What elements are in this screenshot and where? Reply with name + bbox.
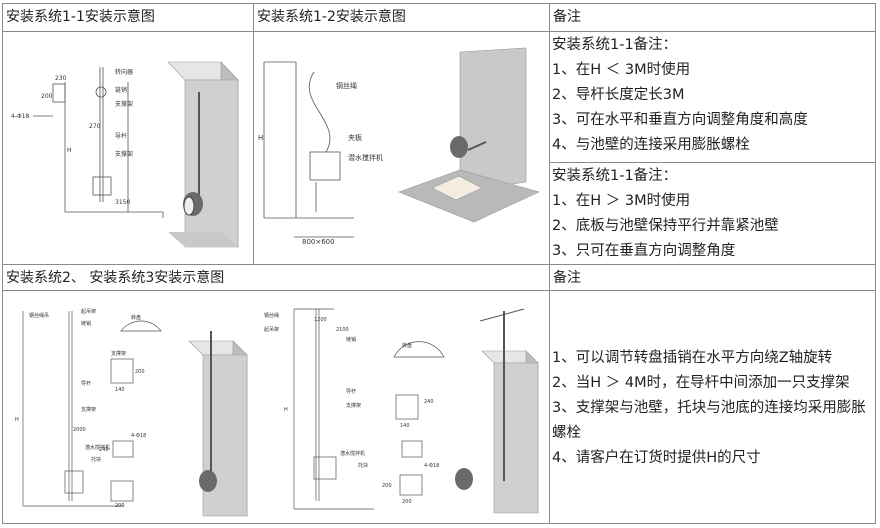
label: 链销 — [81, 320, 91, 327]
wall-3d — [188, 331, 248, 517]
note-item: 2、底板与池壁保持平行并靠紧池壁 — [552, 218, 779, 234]
label: 潜水搅拌机 — [348, 153, 383, 162]
col-divider — [549, 4, 550, 523]
label: 起吊架 — [264, 327, 279, 333]
label: 托块 — [91, 456, 101, 463]
row-divider — [3, 31, 875, 32]
note-item: 1、可以调节转盘插销在水平方向绕Z轴旋转 — [552, 350, 833, 366]
row-divider — [3, 264, 875, 265]
label: 托块 — [358, 462, 368, 469]
label: 200 — [135, 369, 145, 375]
label: 夹板 — [348, 133, 362, 142]
note-item: 4、与池壁的连接采用膨胀螺栓 — [552, 137, 750, 153]
note-item: 2、导杆长度定长3M — [552, 87, 685, 103]
label: H — [67, 147, 72, 154]
wall-3d-floor — [398, 47, 540, 223]
label: 140 — [400, 423, 410, 429]
label: 1200 — [314, 317, 327, 323]
label: 支撑架 — [81, 406, 96, 413]
installation-table: 安装系统1-1安装示意图 安装系统1-2安装示意图 备注 转向器 链销 支撑架 … — [2, 3, 876, 524]
label: 270 — [89, 123, 101, 130]
header-system-1-1: 安装系统1-1安装示意图 — [6, 9, 155, 25]
label: 支撑架 — [111, 350, 126, 357]
label: 钢丝绳 — [336, 81, 357, 90]
label: 支撑架 — [115, 150, 133, 158]
label: 导杆 — [346, 388, 356, 395]
notes-title: 安装系统1-1备注： — [552, 168, 678, 184]
label: 导杆 — [115, 132, 127, 140]
wall-3d — [455, 308, 539, 514]
label: 钢丝绳吊 — [29, 312, 49, 319]
label: 链销 — [346, 336, 356, 343]
label: 钢丝绳 — [264, 312, 279, 319]
label: 4-Φ18 — [131, 433, 146, 439]
note-item: 3、只可在垂直方向调整角度 — [552, 243, 736, 259]
label: 支撑架 — [346, 402, 361, 409]
row-divider — [3, 290, 875, 291]
diagram-system-2: 钢丝绳吊 起吊架 转盘 链销 导杆 支撑架 托块 潜水搅拌机 支撑架 4-Φ18… — [3, 291, 253, 523]
note-item: 1、在H ＞ 3M时使用 — [552, 193, 691, 209]
label: 3150 — [115, 199, 130, 206]
label: 4-Φ18 — [424, 463, 439, 469]
diagram-system-3: 钢丝绳 起吊架 转盘 链销 导杆 支撑架 托块 潜水搅拌机 1200 2100 … — [254, 291, 549, 523]
notes-title: 安装系统1-1备注： — [552, 37, 678, 53]
notes-system-1-1: 安装系统1-1备注： 1、在H ＜ 3M时使用 2、导杆长度定长3M 3、可在水… — [550, 33, 875, 163]
label: 链销 — [115, 86, 127, 94]
label: 转盘 — [402, 342, 412, 349]
diagram-system-1-2: 钢丝绳 夹板 潜水搅拌机 800×600 H — [254, 32, 549, 264]
label: 潜水搅拌机 — [85, 444, 110, 451]
label: H — [258, 134, 263, 142]
label: 导杆 — [81, 380, 91, 387]
note-item: 2、当H ＞ 4M时，在导杆中间添加一只支撑架 — [552, 375, 850, 391]
header-remarks: 备注 — [553, 9, 581, 25]
row-divider — [549, 162, 875, 163]
label: H — [15, 417, 19, 423]
label: 140 — [115, 387, 125, 393]
wall-3d — [167, 61, 239, 248]
note-item: 4、请客户在订货时提供H的尺寸 — [552, 450, 761, 466]
label: 潜水搅拌机 — [340, 450, 365, 457]
note-item: 1、在H ＜ 3M时使用 — [552, 62, 691, 78]
notes-system-2-3: 1、可以调节转盘插销在水平方向绕Z轴旋转 2、当H ＞ 4M时，在导杆中间添加一… — [550, 291, 875, 523]
label: 200 — [115, 503, 125, 509]
col-divider — [253, 4, 254, 264]
label: 240 — [99, 447, 109, 453]
label: 转向器 — [115, 68, 133, 76]
header-system-2-3: 安装系统2、 安装系统3安装示意图 — [6, 270, 225, 286]
label: 2000 — [73, 427, 86, 433]
label: 200 — [402, 499, 412, 505]
label: 230 — [55, 75, 67, 82]
label: 转盘 — [131, 314, 141, 321]
label: 240 — [424, 399, 434, 405]
header-remarks-2: 备注 — [553, 270, 581, 286]
diagram-system-1-1: 转向器 链销 支撑架 导杆 支撑架 230 200 270 3150 4-Φ18… — [3, 32, 253, 264]
label: H — [284, 407, 288, 413]
header-system-1-2: 安装系统1-2安装示意图 — [257, 9, 406, 25]
note-item: 3、支撑架与池壁，托块与池底的连接均采用膨胀螺栓 — [552, 400, 866, 441]
label: 800×600 — [302, 238, 335, 246]
notes-system-1-2: 安装系统1-1备注： 1、在H ＞ 3M时使用 2、底板与池壁保持平行并靠紧池壁… — [550, 164, 875, 264]
label: 2100 — [336, 327, 349, 333]
label: 200 — [382, 483, 392, 489]
label: 支撑架 — [115, 100, 133, 108]
label: 起吊架 — [81, 309, 96, 315]
label: 200 — [41, 93, 53, 100]
label: 4-Φ18 — [11, 113, 30, 120]
note-item: 3、可在水平和垂直方向调整角度和高度 — [552, 112, 808, 128]
